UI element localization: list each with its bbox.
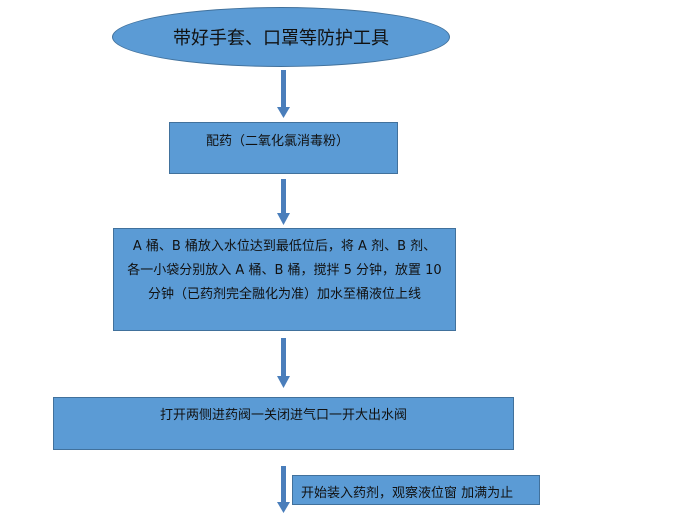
step-box-dispense: 配药（二氧化氯消毒粉） [169,122,398,174]
step-2-line-3: 分钟（已药剂完全融化为准）加水至桶液位上线 [147,287,421,302]
start-node: 带好手套、口罩等防护工具 [112,7,450,67]
step-1-label: 配药（二氧化氯消毒粉） [206,134,350,149]
step-box-fill: 开始装入药剂，观察液位窗 加满为止 [292,475,540,505]
step-2-line-1: A 桶、B 桶放入水位达到最低位后，将 A 剂、B 剂、 [132,239,437,254]
step-4-label: 开始装入药剂，观察液位窗 加满为止 [301,486,514,501]
step-2-line-2: 各一小袋分别放入 A 桶、B 桶，搅拌 5 分钟，放置 10 [127,263,442,278]
arrow-3 [277,338,290,388]
arrow-4 [277,466,290,513]
step-box-mix: A 桶、B 桶放入水位达到最低位后，将 A 剂、B 剂、 各一小袋分别放入 A … [113,228,456,331]
start-node-label: 带好手套、口罩等防护工具 [173,28,389,49]
arrow-1 [277,70,290,118]
arrow-2 [277,179,290,225]
step-box-valves: 打开两侧进药阀一关闭进气口一开大出水阀 [53,397,514,450]
step-3-label: 打开两侧进药阀一关闭进气口一开大出水阀 [159,408,407,423]
